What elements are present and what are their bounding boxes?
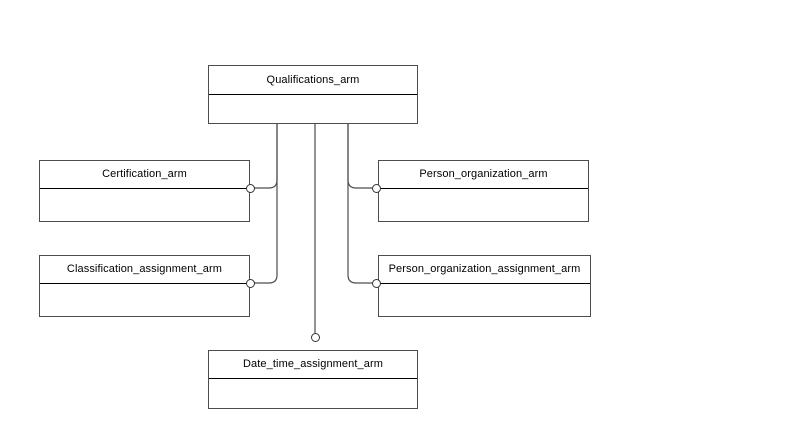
entity-title: Certification_arm [40,161,249,189]
entity-attribute-area [209,379,417,408]
entity-box-person-organization-arm[interactable]: Person_organization_arm [378,160,589,222]
entity-attribute-area [40,284,249,316]
entity-box-qualifications-arm[interactable]: Qualifications_arm [208,65,418,124]
dot-certification [245,183,255,193]
entity-attribute-area [40,189,249,221]
dot-person-organization [371,183,381,193]
rel-qualifications-person-organization [347,124,372,189]
entity-box-classification-assignment-arm[interactable]: Classification_assignment_arm [39,255,250,317]
entity-attribute-area [379,284,590,316]
entity-attribute-area [209,95,417,123]
entity-attribute-area [379,189,588,221]
entity-title: Classification_assignment_arm [40,256,249,284]
entity-box-certification-arm[interactable]: Certification_arm [39,160,250,222]
entity-title: Qualifications_arm [209,66,417,95]
entity-box-person-organization-assignment-arm[interactable]: Person_organization_assignment_arm [378,255,591,317]
entity-title: Person_organization_assignment_arm [379,256,590,284]
entity-title: Date_time_assignment_arm [209,351,417,379]
rel-qualifications-certification [254,124,278,189]
dot-classification-assignment [245,278,255,288]
entity-box-date-time-assignment-arm[interactable]: Date_time_assignment_arm [208,350,418,409]
dot-date-time-assignment [310,332,320,342]
rel-qualifications-person-organization-assignment [347,124,372,284]
dot-person-organization-assignment [371,278,381,288]
entity-title: Person_organization_arm [379,161,588,189]
rel-qualifications-classification-assignment [254,124,278,284]
